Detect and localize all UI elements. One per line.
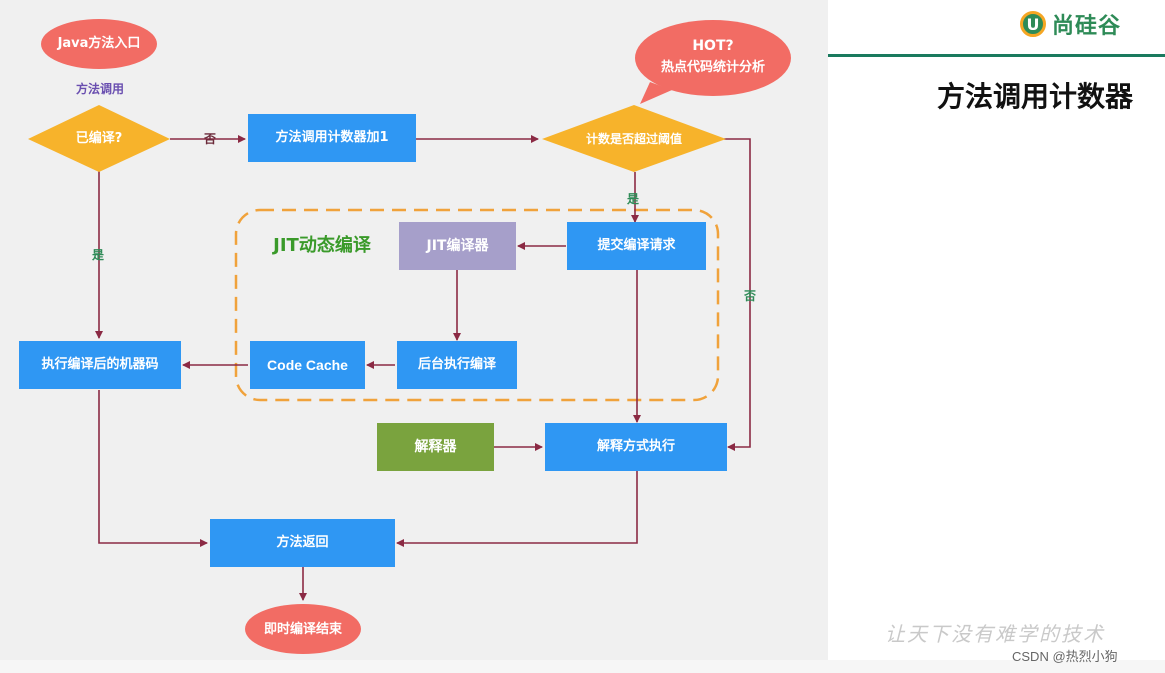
brand-logo: U 尚硅谷 <box>1020 8 1121 40</box>
slide-title: 方法调用计数器 <box>936 80 1133 113</box>
header-divider <box>828 54 1165 57</box>
interp-exec-box <box>545 423 727 471</box>
slogan-text: 让天下没有难学的技术 <box>885 622 1105 646</box>
logo-text: 尚硅谷 <box>1052 14 1122 39</box>
hot-line2-label: 热点代码统计分析 <box>660 60 765 76</box>
jit-region-border <box>234 208 720 402</box>
jit-compiler-box <box>399 222 516 270</box>
interpreter-label: 解释器 <box>414 438 457 455</box>
java-entry-label: Java方法入口 <box>57 36 141 52</box>
jit-end-oval <box>245 604 361 654</box>
jit-region-label: JIT动态编译 <box>273 235 371 257</box>
counter-box <box>248 114 416 162</box>
hot-oval-tail <box>640 82 672 104</box>
code-cache-box <box>250 341 365 389</box>
jit-compiler-label: JIT编译器 <box>426 237 489 254</box>
submit-request-label: 提交编译请求 <box>597 238 676 254</box>
exec-machine-box <box>19 341 181 389</box>
code-cache-label: Code Cache <box>267 356 348 373</box>
bg-compile-box <box>397 341 517 389</box>
flowchart <box>19 19 791 654</box>
csdn-watermark: CSDN @热烈小狗 <box>1012 649 1118 664</box>
interpreter-box <box>377 423 494 471</box>
interp-exec-label: 解释方式执行 <box>596 439 675 455</box>
compiled-question-label: 已编译? <box>75 131 123 147</box>
java-entry-oval <box>41 19 157 69</box>
edge-label-no-1: 否 <box>204 132 217 146</box>
bg-compile-label: 后台执行编译 <box>417 357 496 373</box>
method-return-label: 方法返回 <box>276 535 329 551</box>
edge-interp-to-return <box>396 470 638 547</box>
diagram-canvas <box>0 0 828 660</box>
method-call-label: 方法调用 <box>75 81 124 96</box>
threshold-diamond <box>542 105 726 172</box>
hot-line1-label: HOT? <box>692 37 734 54</box>
threshold-question-label: 计数是否超过阈值 <box>585 131 682 146</box>
hot-oval <box>635 20 791 96</box>
bottom-strip <box>0 660 1165 673</box>
edge-label-no-2: 否 <box>744 289 757 303</box>
counter-increment-label: 方法调用计数器加1 <box>275 130 389 146</box>
slide-sidebar <box>828 0 1165 660</box>
edge-threshold-no-to-interp <box>724 138 751 451</box>
submit-box <box>567 222 706 270</box>
edges <box>95 135 751 601</box>
edge-label-yes-1: 是 <box>627 192 640 206</box>
edge-exec-to-return <box>98 390 208 547</box>
return-box <box>210 519 395 567</box>
logo-icon: U <box>1020 11 1046 37</box>
edge-label-yes-2: 是 <box>92 248 105 262</box>
jit-end-label: 即时编译结束 <box>263 622 342 638</box>
compiled-diamond <box>28 105 170 172</box>
exec-machine-code-label: 执行编译后的机器码 <box>41 357 159 373</box>
